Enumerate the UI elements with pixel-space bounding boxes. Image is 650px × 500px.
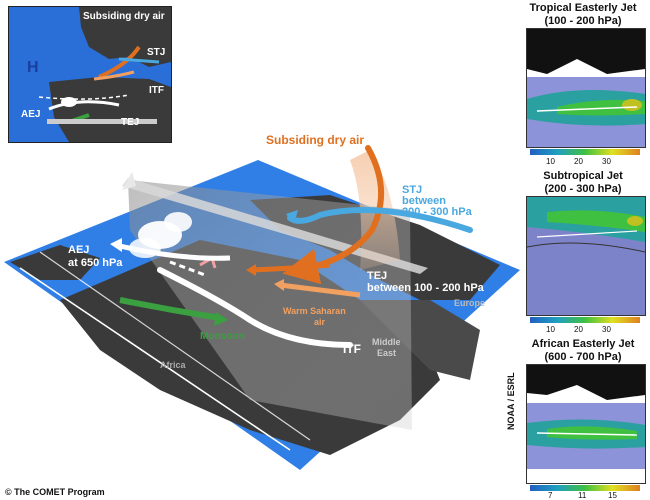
monsoon-label: Monsoon: [200, 331, 245, 342]
monsoon-arrow: [119, 297, 221, 321]
equator-line-2: [39, 251, 311, 441]
panel-3-title: African Easterly Jet(600 - 700 hPa): [531, 338, 635, 363]
panel-1-map: [526, 28, 646, 148]
warm-air-arrow-2: [279, 282, 361, 298]
panel-2-tick: 20: [574, 325, 583, 334]
aej-label-2: at 650 hPa: [68, 257, 123, 269]
panel-1-tick: 10: [546, 157, 555, 166]
inset-land-africa: [49, 77, 171, 142]
inset-land-europe: [79, 7, 171, 67]
itf-label: ITF: [343, 342, 361, 356]
warm-air-label-1: Warm Saharan: [283, 306, 346, 316]
noaa-credit: NOAA / ESRL: [506, 372, 516, 430]
inset-high-label: H: [27, 59, 39, 76]
panel-3-tick: 7: [548, 491, 553, 500]
panel-2-map: [526, 196, 646, 316]
inset-subsiding-label: Subsiding dry air: [83, 11, 165, 22]
tej-label-1: TEJ: [367, 270, 388, 282]
africa-label: Africa: [160, 360, 186, 370]
warm-air-label-2: air: [314, 317, 326, 327]
inset-aej-label: AEJ: [21, 109, 41, 120]
inset-map: H Subsiding dry air STJ ITF AEJ TEJ: [8, 6, 172, 143]
panel-3-map: [526, 364, 646, 484]
panel-1-tick: 30: [602, 157, 611, 166]
panel-1-tick: 20: [574, 157, 583, 166]
subsiding-label: Subsiding dry air: [266, 133, 365, 147]
stj-arrow-head: [286, 210, 298, 224]
inset-tej-label: TEJ: [121, 117, 140, 128]
comet-credit: © The COMET Program: [5, 487, 105, 497]
panel-2-title: Subtropical Jet(200 - 300 hPa): [543, 170, 623, 195]
stj-label-2: between: [402, 195, 447, 207]
panel-2-tick: 30: [602, 325, 611, 334]
inset-stj-label: STJ: [147, 47, 166, 58]
panel-3-tick: 11: [578, 491, 587, 500]
panel-3-colorbar: [530, 485, 640, 491]
tej-arrow-head: [122, 172, 136, 190]
panel-2-colorbar: [530, 317, 640, 323]
warm-air-arrow-head-1: [246, 264, 256, 276]
europe-label: Europe: [454, 298, 486, 308]
aej-arrow-head: [110, 238, 122, 252]
itf-line: [157, 267, 353, 348]
subsiding-arrow: [282, 145, 384, 285]
tej-label-2: between 100 - 200 hPa: [367, 282, 484, 294]
stj-label-1: STJ: [402, 184, 423, 196]
panel-1-title: Tropical Easterly Jet(100 - 200 hPa): [529, 2, 637, 27]
aej-label-1: AEJ: [68, 244, 90, 256]
middle-east-label-2: East: [377, 348, 397, 358]
warm-air-arrow-head-2: [274, 279, 284, 291]
panel-3-tick: 15: [608, 491, 617, 500]
inset-itf-label: ITF: [149, 85, 164, 96]
warm-air-arrow-1: [251, 262, 331, 273]
itf-dash: [169, 260, 206, 277]
panel-1-colorbar: [530, 149, 640, 155]
panel-2-tick: 10: [546, 325, 555, 334]
equator-line-1: [19, 267, 291, 451]
stj-label-3: 200 - 300 hPa: [402, 206, 472, 218]
stj-arrow: [287, 207, 473, 233]
monsoon-arrow-head: [214, 312, 228, 326]
middle-east-label-1: Middle: [372, 337, 401, 347]
